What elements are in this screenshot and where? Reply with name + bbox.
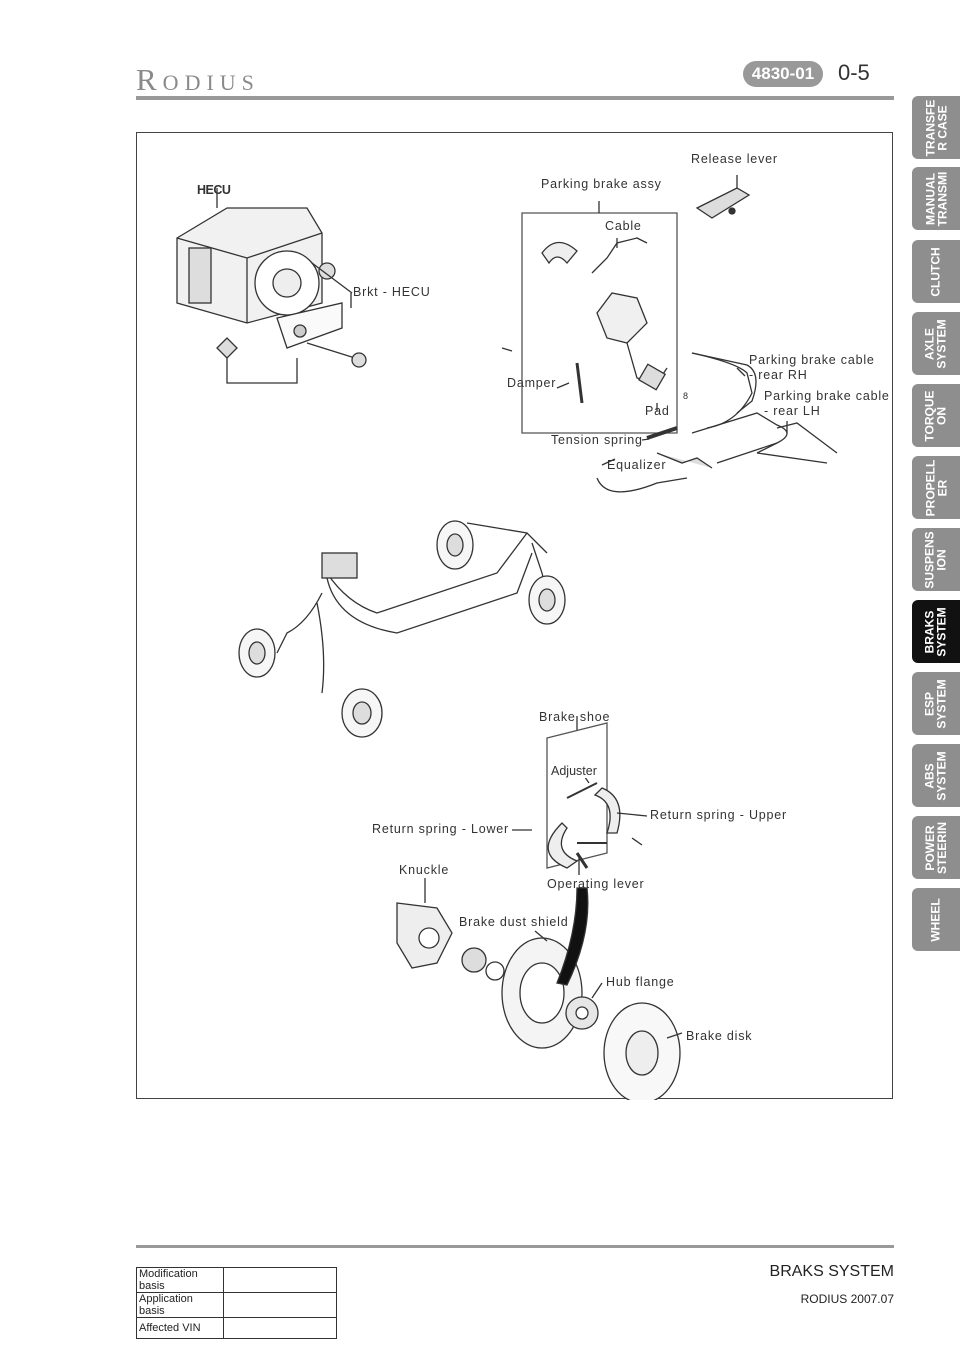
label-parking-brake-cable-rh: Parking brake cable - rear RH	[749, 353, 875, 382]
footer-section-title: BRAKS SYSTEM	[769, 1263, 894, 1280]
brake-disk-drawing	[603, 1002, 681, 1100]
tab-braks-system[interactable]: BRAKS SYSTEM	[912, 600, 960, 663]
tab-axle-system[interactable]: AXLE SYSTEM	[912, 312, 960, 375]
brake-system-diagram: HECU Brkt - HECU Release lever Parking b…	[136, 132, 893, 1100]
label-parking-brake-cable-lh: Parking brake cable - rear LH	[764, 389, 890, 418]
exploded-view-illustration	[176, 175, 838, 1100]
tab-abs-system[interactable]: ABS SYSTEM	[912, 744, 960, 807]
table-key: Modification basis	[136, 1267, 224, 1293]
label-hub-flange: Hub flange	[606, 975, 675, 989]
label-brake-dust-shield: Brake dust shield	[459, 915, 569, 929]
label-brake-disk: Brake disk	[686, 1029, 753, 1043]
label-brake-shoe: Brake shoe	[539, 710, 611, 724]
hecu-drawing	[176, 188, 367, 384]
tab-torque-on[interactable]: TORQUE ON	[912, 384, 960, 447]
header-divider	[136, 96, 894, 100]
dust-shield-drawing	[501, 937, 583, 1049]
tab-clutch[interactable]: CLUTCH	[912, 240, 960, 303]
label-brkt-hecu: Brkt - HECU	[353, 285, 431, 299]
release-lever-drawing	[695, 187, 751, 219]
table-row: Modification basis	[136, 1267, 337, 1293]
tab-power-steering[interactable]: POWER STEERIN	[912, 816, 960, 879]
label-small-8: 8	[683, 391, 689, 401]
page-number: 0-5	[838, 60, 870, 85]
tab-suspension[interactable]: SUSPENS ION	[912, 528, 960, 591]
label-return-spring-upper: Return spring - Upper	[650, 808, 787, 822]
label-cable: Cable	[605, 219, 642, 233]
table-value	[223, 1292, 337, 1318]
tab-transfer-case[interactable]: TRANSFE R CASE	[912, 96, 960, 159]
table-value	[223, 1317, 337, 1339]
table-key: Application basis	[136, 1292, 224, 1318]
label-pad: Pad	[645, 404, 670, 418]
label-knuckle: Knuckle	[399, 863, 450, 877]
knuckle-drawing	[396, 902, 453, 969]
tab-esp-system[interactable]: ESP SYSTEM	[912, 672, 960, 735]
tab-manual-transmission[interactable]: MANUAL TRANSMI	[912, 167, 960, 230]
table-key: Affected VIN	[136, 1317, 224, 1339]
footer-model-date: RODIUS 2007.07	[800, 1292, 894, 1306]
section-code-badge: 4830-01	[743, 61, 823, 87]
table-value	[223, 1267, 337, 1293]
label-hecu: HECU	[197, 183, 231, 197]
label-equalizer: Equalizer	[607, 458, 667, 472]
label-operating-lever: Operating lever	[547, 877, 645, 891]
label-return-spring-lower: Return spring - Lower	[372, 822, 509, 836]
tab-propeller[interactable]: PROPELL ER	[912, 456, 960, 519]
parking-brake-assy-drawing	[501, 237, 753, 429]
footer-divider	[136, 1245, 894, 1248]
brake-rotor-drawings	[238, 520, 566, 738]
hub-flange-drawing	[565, 996, 599, 1030]
brand-logo: Rodius	[136, 62, 260, 97]
label-release-lever: Release lever	[691, 152, 778, 166]
label-tension-spring: Tension spring	[551, 433, 643, 447]
brake-lines-drawing	[276, 522, 548, 694]
table-row: Application basis	[136, 1292, 337, 1318]
label-parking-brake-assy: Parking brake assy	[541, 177, 662, 191]
table-row: Affected VIN	[136, 1317, 337, 1339]
label-damper: Damper	[507, 376, 557, 390]
bearing-drawing	[461, 947, 505, 981]
brake-shoe-drawing	[547, 782, 643, 869]
parking-cables-drawing	[596, 352, 838, 493]
tab-wheel[interactable]: WHEEL	[912, 888, 960, 951]
modification-table: Modification basis Application basis Aff…	[136, 1267, 337, 1339]
label-adjuster: Adjuster	[551, 764, 597, 778]
